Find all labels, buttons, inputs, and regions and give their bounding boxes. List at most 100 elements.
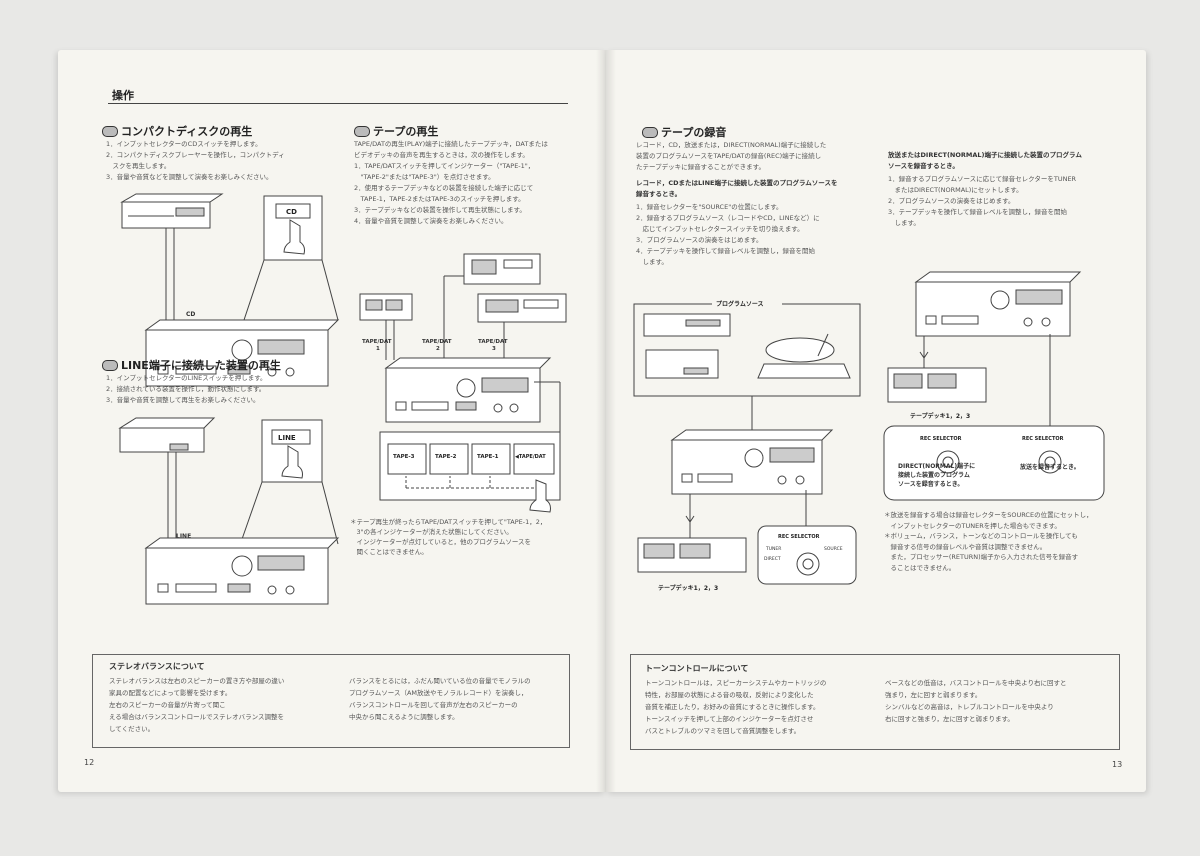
line-diagram: LINE LINE [118, 417, 340, 605]
tape-3-button: TAPE-3 [393, 454, 415, 460]
finger-icon [281, 445, 303, 479]
tape-diagram: TAPE/DAT 1 TAPE/DAT 2 TAPE/DAT 3 [359, 253, 567, 513]
tone-text: トーンコントロールは，スピーカーシステムやカートリッジの [645, 679, 827, 687]
broadcast-step: またはDIRECT(NORMAL)にセットします。 [888, 186, 1023, 194]
amplifier-illustration [914, 271, 1082, 337]
tape-step: 2．使用するテープデッキなどの装置を接続した端子に応じて [354, 184, 534, 192]
broadcast-step: します。 [888, 219, 920, 227]
rec-selector-label: REC SELECTOR [1022, 436, 1064, 442]
tape-body: TAPE/DATの再生(PLAY)端子に接続したテープデッキ，DATまたは ビデ… [354, 139, 548, 227]
rec-selector-callout [883, 425, 1105, 501]
svg-text:1: 1 [376, 346, 380, 352]
broadcast-note-line: ＊ボリューム，バランス，トーンなどのコントロールを操作しても [884, 532, 1078, 540]
caption-line: 接続した装置のプログラム [898, 472, 970, 479]
line-title-text: LINE端子に接続した装置の再生 [121, 359, 281, 372]
tone-control-title: トーンコントロールについて [645, 664, 749, 673]
broadcast-heading-line: 放送またはDIRECT(NORMAL)端子に接続した装置のプログラム [888, 151, 1082, 159]
svg-text:2: 2 [436, 346, 440, 352]
section-bullet-icon [642, 126, 658, 138]
balance-text: 左右のスピーカーの音量が片寄って聞こ [109, 701, 226, 709]
cd-diagram: CD CD [120, 193, 340, 387]
tape-dat-3-label: TAPE/DAT [478, 339, 508, 345]
amplifier-illustration [670, 429, 834, 495]
tape-deck-illustration [887, 367, 987, 403]
stereo-balance-col1: ステレオバランスは左右のスピーカーの置き方や部屋の違い 家具の配置などによって影… [109, 675, 284, 735]
tone-control-box: トーンコントロールについて トーンコントロールは，スピーカーシステムやカートリッ… [630, 654, 1120, 750]
vcr-illustration [645, 349, 719, 379]
tone-text: シンバルなどの高音は，トレブルコントロールを中央より [885, 703, 1054, 711]
rec-selector-callout [757, 525, 857, 585]
rec-intro: たテープデッキに録音することができます。 [636, 163, 765, 171]
page-number-left: 12 [84, 758, 95, 767]
cd-step: 3．音量や音質などを調整して演奏をお楽しみください。 [106, 173, 273, 181]
tape-step: "TAPE-2"または"TAPE-3"）を点灯させます。 [354, 173, 495, 181]
broadcast-heading-line: ソースを録音するとき。 [888, 162, 959, 170]
broadcast-diagram: テープデッキ1，2，3 REC SELECTOR REC SELECTOR [883, 271, 1105, 501]
tone-text: トーンスイッチを押して上部のインジケーターを点灯させ [645, 715, 814, 723]
tape-2-button: TAPE-2 [435, 454, 457, 460]
balance-text: バランスコントロールを回して音声が左右のスピーカーの [349, 701, 518, 709]
selector-right-caption: 放送を録音するとき。 [1020, 464, 1080, 471]
tone-text: バスとトレブルのツマミを回して音質調整をします。 [645, 727, 801, 735]
rec-step: 4．テープデッキを操作して録音レベルを調整し，録音を開始 [636, 247, 816, 255]
book-spine [596, 50, 616, 792]
rec-diagram: プログラムソース [633, 298, 861, 592]
tape-deck-illustration [359, 293, 413, 321]
tape-deck-illustration [463, 253, 541, 285]
broadcast-note-line: また，プロセッサー(RETURN)端子から入力された信号を録音す [884, 553, 1079, 561]
program-source-label: プログラムソース [716, 300, 764, 308]
broadcast-note-line: ＊放送を録音する場合は録音セレクターをSOURCEの位置にセットし， [884, 511, 1093, 519]
tape-intro: TAPE/DATの再生(PLAY)端子に接続したテープデッキ，DATまたは [354, 140, 548, 148]
line-button-label: LINE [278, 434, 296, 442]
stereo-balance-col2: バランスをとるには，ふだん聞いている位の音量でモノラルの プログラムソース（AM… [349, 675, 531, 723]
cd-player-illustration [120, 193, 224, 229]
tape-arrows [405, 476, 534, 489]
rec-selector-label: REC SELECTOR [778, 534, 820, 540]
balance-text: プログラムソース（AM放送やモノラルレコード）を演奏し， [349, 689, 528, 697]
line-step: 2．接続されている装置を操作し，動作状態にします。 [106, 385, 266, 393]
rec-sub-heading-line: レコード，CDまたはLINE端子に接続した装置のプログラムソースを [636, 179, 838, 187]
broadcast-note-line: インプットセレクターのTUNERを押した場合もできます。 [884, 521, 1061, 530]
chapter-title: 操作 [112, 89, 134, 102]
tape-note-line: 聞くことはできません。 [350, 548, 428, 556]
tone-control-col1: トーンコントロールは，スピーカーシステムやカートリッジの 特性，お部屋の状態によ… [645, 677, 826, 737]
tape-dat-1-label: TAPE/DAT [362, 339, 392, 345]
balance-text: してください。 [109, 725, 155, 733]
tape-1-button: TAPE-1 [477, 454, 499, 460]
rec-selector-label: REC SELECTOR [920, 436, 962, 442]
cd-cable-label: CD [186, 311, 195, 318]
broadcast-note-line: 録音する信号の録音レベルや音質は調整できません。 [884, 542, 1047, 551]
caption-line: ソースを録音するとき。 [898, 481, 964, 488]
line-cable-label: LINE [176, 533, 191, 540]
amplifier-illustration [144, 319, 340, 387]
vcr-illustration [118, 417, 216, 453]
tone-text: 音質を補正したり，お好みの音質にするときに操作します。 [645, 703, 820, 711]
section-bullet-icon [354, 125, 370, 137]
rec-title-text: テープの録音 [661, 126, 727, 139]
tape-section-title: テープの再生 [354, 123, 438, 139]
balance-text: 中央から聞こえるように調整します。 [349, 713, 459, 721]
rec-sub-heading-line: 録音するとき。 [636, 190, 682, 198]
tape-note-line: インジケーターが点灯していると，他のプログラムソースを [350, 538, 532, 546]
rec-intro: レコード，CD，放送または，DIRECT(NORMAL)端子に接続した [636, 141, 827, 149]
broadcast-steps: 1．録音するプログラムソースに応じて録音セレクターをTUNER またはDIREC… [888, 174, 1076, 229]
amplifier-illustration [384, 357, 552, 423]
tone-control-col2: ベースなどの低音は，バスコントロールを中央より右に回すと 強まり，左に回すと弱ま… [885, 677, 1067, 725]
broadcast-note-line: ることはできません。 [884, 563, 956, 572]
rec-section-title: テープの録音 [642, 124, 726, 140]
tape-note-line: ＊テープ再生が終ったらTAPE/DATスイッチを押して"TAPE-1，2， [350, 518, 547, 526]
balance-text: バランスをとるには，ふだん聞いている位の音量でモノラルの [349, 677, 531, 685]
rec-steps: 1．録音セレクターを"SOURCE"の位置にします。 2．録音するプログラムソー… [636, 202, 820, 268]
tape-step: 3．テープデッキなどの装置を操作して再生状態にします。 [354, 206, 526, 214]
tape-dat-button: ◀TAPE/DAT [515, 454, 546, 460]
tone-text: 強まり，左に回すと弱まります。 [885, 691, 982, 699]
tape-deck-illustration [477, 293, 567, 323]
rec-selector-source: SOURCE [824, 546, 843, 552]
broadcast-note: ＊放送を録音する場合は録音セレクターをSOURCEの位置にセットし， インプット… [884, 510, 1093, 573]
rec-step: 応じてインプットセレクタースイッチを切り換えます。 [636, 225, 804, 233]
broadcast-step: 1．録音するプログラムソースに応じて録音セレクターをTUNER [888, 175, 1077, 183]
tape-buttons-panel [379, 431, 561, 501]
line-step: 3．音量や音質を調整して再生をお楽しみください。 [106, 396, 260, 404]
rec-step: 3．プログラムソースの演奏をはじめます。 [636, 236, 763, 244]
